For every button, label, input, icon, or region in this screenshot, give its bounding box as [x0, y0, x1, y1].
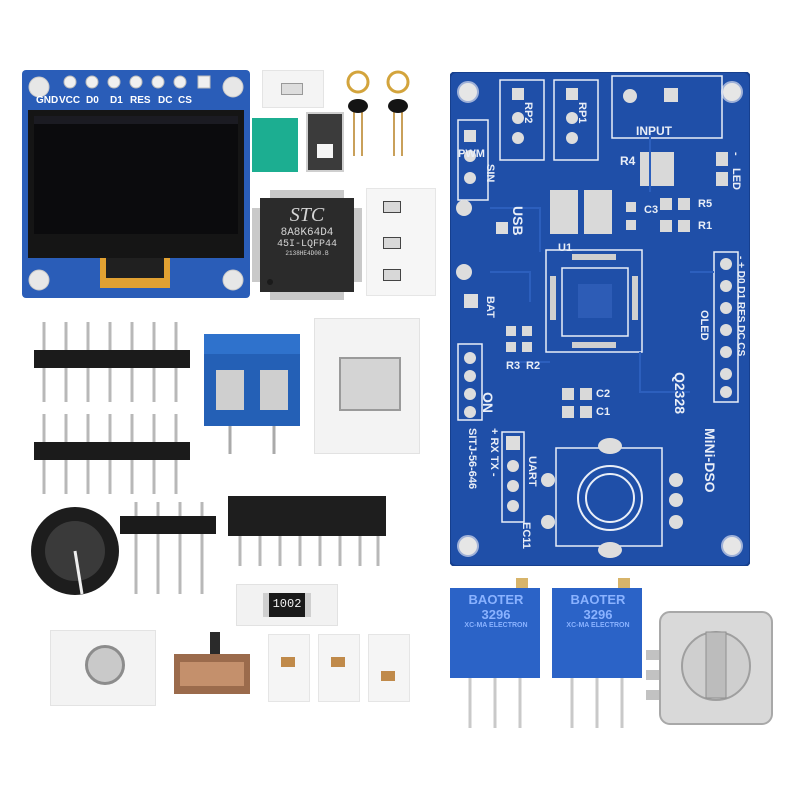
smd-cap-2 [383, 237, 401, 249]
pcb-board-drawing [449, 71, 751, 567]
female-pin-header [228, 496, 386, 566]
mini-dso-pcb [449, 71, 751, 567]
label-r3: R3 [506, 360, 521, 372]
label-led-neg: - [730, 152, 742, 156]
label-sin: SIN [484, 164, 496, 183]
trim-pot-2-sub: XC-MA ELECTRON [566, 622, 630, 629]
mcu-chip [252, 190, 362, 300]
teal-component [252, 118, 298, 172]
label-r4: R4 [620, 154, 636, 168]
label-oled-pins: - + D0 D1 RES DC CS [735, 256, 746, 357]
trim-pot-1-sub: XC-MA ELECTRON [464, 622, 528, 629]
mcu-lot: 2138HE4D00.B [285, 250, 329, 257]
label-rp1: RP1 [576, 102, 588, 124]
label-title: MiNi-DSO [702, 428, 718, 493]
trim-pot-2 [552, 578, 642, 728]
label-pwm: PWM [458, 148, 485, 160]
screw-terminal-block [204, 334, 300, 454]
oled-pin-dc: DC [158, 95, 173, 106]
trim-pot-1-brand: BAOTER [468, 592, 524, 607]
crystal-2 [380, 68, 416, 158]
oled-pin-gnd: GND [36, 95, 59, 106]
label-usb: USB [510, 206, 526, 236]
smd-cap-chip-3 [381, 671, 395, 681]
rotary-knob-cap [28, 504, 122, 598]
trim-pot-2-model: 3296 [583, 607, 613, 622]
label-code: SITJ-56-646 [466, 428, 478, 490]
mcu-package: 45I-LQFP44 [276, 239, 337, 250]
label-r5: R5 [698, 198, 713, 210]
smd-cap-1 [383, 201, 401, 213]
rotary-encoder-ec11 [646, 608, 774, 728]
oled-pin-labels: GND VCC D0 D1 RES DC CS [36, 95, 236, 109]
micro-usb-connector-bag [314, 318, 420, 454]
trim-pot-2-brand: BAOTER [570, 592, 626, 607]
mcu-chip-drawing [252, 190, 362, 300]
oled-pin-d1: D1 [110, 95, 123, 106]
label-c1: C1 [596, 406, 611, 418]
label-c3: C3 [644, 204, 659, 216]
label-bat: BAT [484, 296, 496, 318]
resistor-marking: 1002 [272, 597, 302, 611]
smd-cap-chip-1 [281, 657, 295, 667]
smd-cap-tape-2 [318, 634, 360, 702]
angled-pin-header [120, 502, 216, 594]
label-uart-pins: + RX TX - [488, 428, 500, 477]
smd-cap-tape-1 [268, 634, 310, 702]
label-on: ON [480, 392, 496, 413]
mcu-brand: STC [289, 204, 325, 226]
label-oled: OLED [698, 310, 710, 341]
pin-header-2 [34, 414, 190, 494]
label-ec11: EC11 [520, 522, 532, 549]
label-version: Q2328 [672, 372, 688, 415]
smd-cap-tape-3 [368, 634, 410, 702]
label-led: LED [730, 168, 742, 190]
smd-resistor-chip [281, 83, 303, 95]
ldr-sensor-tape [50, 630, 156, 706]
capacitor-tape-strip [366, 188, 436, 296]
label-input: INPUT [636, 124, 672, 138]
trim-pot-1-model: 3296 [481, 607, 511, 622]
pcb-silkscreen: RP2 RP1 INPUT PWM SIN R4 - LED USB U1 C3… [450, 72, 750, 566]
trim-pot-2-marking: BAOTER 3296 XC-MA ELECTRON [558, 592, 638, 629]
mcu-marking: STC 8A8K64D4 45I-LQFP44 2138HE4D00.B [262, 204, 352, 257]
crystal-1 [340, 68, 376, 158]
trim-pot-1-marking: BAOTER 3296 XC-MA ELECTRON [456, 592, 536, 629]
oled-pin-res: RES [130, 95, 151, 106]
slide-switch [172, 632, 252, 700]
smd-cap-3 [383, 269, 401, 281]
smd-cap-chip-2 [331, 657, 345, 667]
label-c2: C2 [596, 388, 611, 400]
smd-resistor-1002: 1002 [236, 584, 338, 626]
label-u1: U1 [558, 242, 573, 254]
led-lens [317, 144, 333, 158]
oled-pin-vcc: VCC [59, 95, 81, 106]
trim-pot-1 [450, 578, 540, 728]
ldr-sensor [85, 645, 125, 685]
mcu-part: 8A8K64D4 [280, 227, 334, 239]
oled-pin-d0: D0 [86, 95, 99, 106]
label-uart: UART [526, 456, 538, 487]
label-r1: R1 [698, 220, 713, 232]
smd-led [306, 112, 344, 172]
label-r2: R2 [526, 360, 541, 372]
oled-pin-cs: CS [178, 95, 192, 106]
label-rp2: RP2 [522, 102, 534, 124]
resistor-body: 1002 [263, 593, 311, 617]
pin-header-1 [34, 322, 190, 402]
micro-usb-connector [339, 357, 401, 411]
oled-board-drawing [22, 70, 250, 298]
smd-resistor-on-tape [262, 70, 324, 108]
oled-display-module [22, 70, 250, 298]
